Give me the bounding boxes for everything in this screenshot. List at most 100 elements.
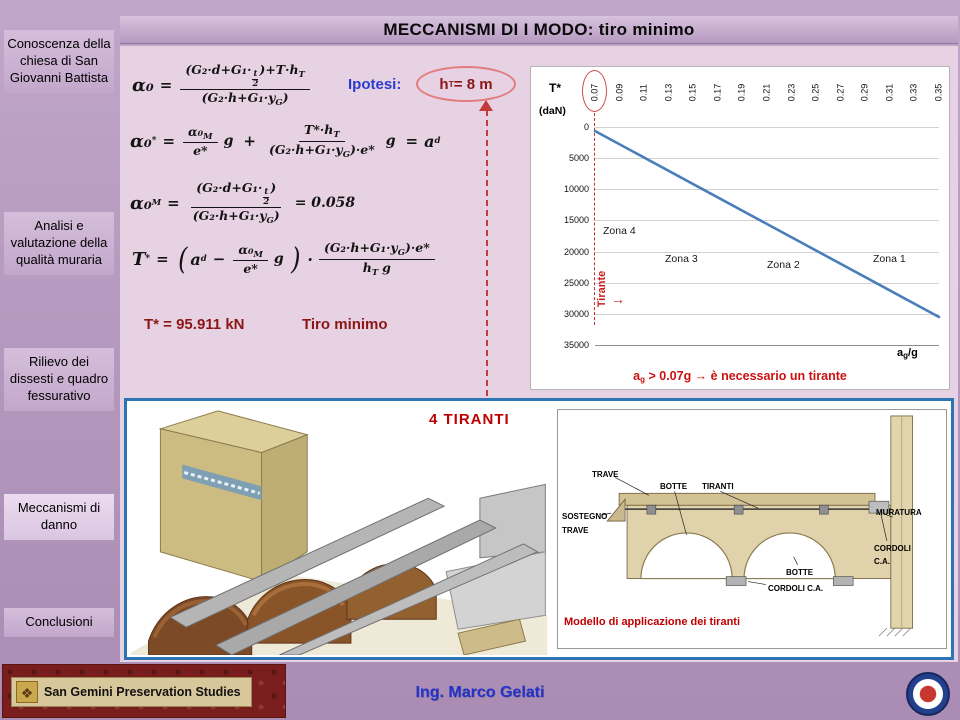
y-tick-label: 25000: [563, 278, 589, 288]
sidebar-item-conclusioni[interactable]: Conclusioni: [4, 608, 114, 637]
math-token: a: [633, 369, 641, 383]
cordoli-group: [725, 500, 890, 586]
math-token: ): [273, 207, 280, 223]
threshold-highlight-oval: [582, 70, 607, 112]
math-token: T: [132, 248, 146, 270]
fraction-denominator: (G₂·h+G₁·yG): [197, 90, 294, 109]
math-token: =: [167, 194, 180, 213]
fraction-denominator: (G₂·h+G₁·yG): [188, 208, 285, 227]
y-tick-label: 30000: [563, 309, 589, 319]
zone-label: Zona 2: [767, 259, 800, 271]
y-tick-label: 5000: [568, 153, 589, 163]
tiro-minimo-value: T* = 95.911 kN: [144, 316, 245, 333]
fraction-numerator: (G₂·h+G₁·yG)·e*: [318, 240, 435, 260]
math-token: )·e*: [349, 141, 375, 157]
math-token: G: [342, 149, 350, 160]
math-token: =: [162, 132, 176, 151]
sidebar-item-rilievo[interactable]: Rilievo dei dissesti e quadro fessurativ…: [4, 348, 114, 411]
math-token: α₀: [188, 123, 204, 139]
hypothesis-label: Ipotesi:: [348, 76, 402, 93]
math-token: α₀: [130, 192, 152, 214]
model-caption: Modello di applicazione dei tiranti: [564, 616, 741, 628]
chart-line: [593, 129, 941, 319]
math-token: ): [270, 180, 277, 195]
math-token: ): [282, 89, 289, 105]
math-result: = 0.058: [294, 195, 356, 212]
math-token: +: [243, 132, 256, 151]
math-token: α₀: [132, 74, 154, 96]
wall-group: [158, 410, 309, 583]
tie-rod-group: [625, 504, 893, 515]
y-tick-label: 15000: [563, 215, 589, 225]
label-trave: TRAVE: [592, 470, 619, 479]
y-tick-label: 20000: [563, 247, 589, 257]
fraction-numerator: α₀M: [233, 242, 268, 262]
math-token: =: [405, 132, 419, 151]
tiranti-count-label: 4 TIRANTI: [429, 411, 510, 428]
math-token: α₀: [130, 130, 152, 152]
math-token: (G₂·h+G₁·y: [323, 240, 398, 255]
math-token: G: [397, 248, 405, 258]
gridline: [595, 252, 939, 253]
fraction-denominator: (G₂·h+G₁·yG)·e*: [264, 142, 380, 161]
ornament-icon: ❖: [16, 681, 38, 703]
math-token: (G₂·h+G₁·y: [268, 141, 343, 157]
tirante-label: Tirante: [596, 270, 608, 308]
model-3d-image: [129, 403, 549, 656]
zone-label: Zona 3: [665, 253, 698, 265]
gridline: [595, 158, 939, 159]
model-panel: 4 TIRANTI: [124, 398, 954, 660]
chart-conclusion: ag > 0.07g → è necessario un tirante: [531, 369, 949, 384]
label-botte: BOTTE: [660, 482, 688, 491]
math-token: =: [156, 250, 169, 269]
math-token: =: [159, 76, 173, 95]
math-token: g: [273, 251, 284, 268]
math-token: g: [385, 133, 396, 150]
fraction: α₀M e*: [233, 242, 268, 277]
sidebar-item-conoscenza[interactable]: Conoscenza della chiesa di San Giovanni …: [4, 30, 114, 93]
math-token: /g: [908, 347, 918, 359]
sidebar-item-analisi[interactable]: Analisi e valutazione della qualità mura…: [4, 212, 114, 275]
sidebar-item-meccanismi[interactable]: Meccanismi di danno: [4, 494, 114, 540]
formula-alpha0-star: α₀ * = α₀M e* g + T*·hT (G₂·h+G₁·yG)·e* …: [130, 122, 440, 160]
math-token: (: [177, 241, 188, 277]
gridline: [595, 189, 939, 190]
math-token: d: [434, 136, 441, 147]
formula-T-star: T * = ( a d − α₀M e* g ) · (G₂·h+G₁·yG)·…: [132, 240, 437, 278]
fraction-numerator: T*·hT: [299, 122, 345, 142]
section-graphic: [559, 410, 945, 648]
math-token: α₀: [238, 241, 254, 257]
math-token: (G₂·d+G₁·: [196, 180, 263, 195]
label-muratura: MURATURA: [876, 508, 922, 517]
math-token: a: [897, 347, 904, 359]
chart-panel: T* (daN) 0 5000 10000 15000 20000 25000 …: [530, 66, 950, 390]
math-token: d: [200, 254, 207, 265]
model-section-drawing: TRAVE BOTTE TIRANTI SOSTEGNO TRAVE MURAT…: [557, 409, 947, 649]
math-token: )·e*: [404, 240, 430, 255]
math-token: −: [212, 250, 226, 269]
university-seal-icon: [906, 672, 950, 716]
gridline: [595, 283, 939, 284]
y-axis-unit: (daN): [539, 105, 566, 117]
math-token: M: [253, 249, 263, 260]
math-token: *: [145, 254, 151, 265]
math-token: T*·h: [304, 122, 334, 137]
label-sostegno: SOSTEGNO: [562, 512, 608, 521]
math-token: T: [448, 79, 454, 89]
math-token: )+T·h: [259, 62, 299, 77]
label-ca: C.A.: [874, 557, 890, 566]
math-token: t: [252, 69, 259, 80]
fraction: T*·hT (G₂·h+G₁·yG)·e*: [264, 122, 380, 160]
label-botte-2: BOTTE: [786, 568, 814, 577]
fraction-numerator: α₀M: [183, 124, 218, 144]
gridline: [595, 314, 939, 315]
y-axis-title: T*: [549, 81, 561, 95]
math-token: ·: [307, 249, 313, 269]
